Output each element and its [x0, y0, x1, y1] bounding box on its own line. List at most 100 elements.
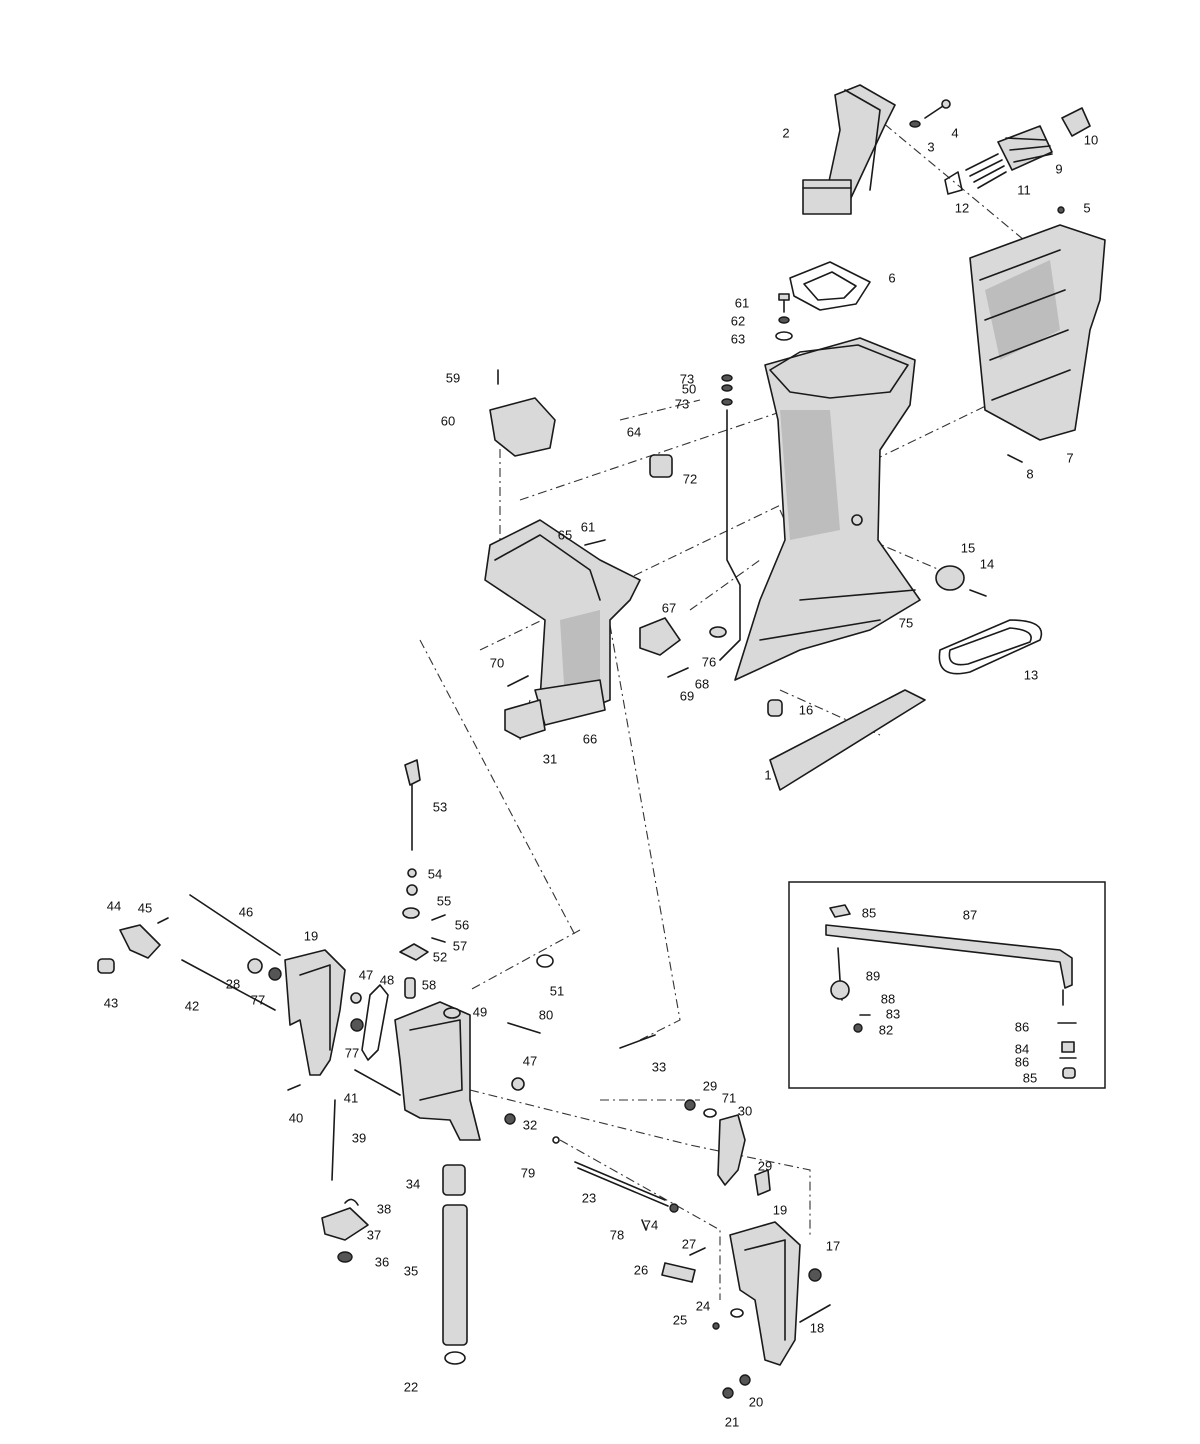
- part-36-nut: [337, 1251, 353, 1263]
- callout-76: 76: [702, 654, 716, 669]
- callout-21: 21: [725, 1414, 739, 1429]
- callout-47: 47: [523, 1053, 537, 1068]
- callout-83: 83: [886, 1006, 900, 1021]
- part-79-ring: [552, 1136, 560, 1144]
- callout-72: 72: [683, 471, 697, 486]
- callout-86: 86: [1015, 1019, 1029, 1034]
- part-33-bolt: [619, 1034, 656, 1049]
- callout-51: 51: [550, 983, 564, 998]
- part-46-rod: [189, 894, 281, 956]
- part-77-nut-2: [350, 1018, 364, 1032]
- part-26-bolt: [661, 1262, 696, 1283]
- part-48-link: [361, 984, 389, 1061]
- part-19-clamp-bracket-left: [284, 949, 346, 1076]
- part-47-washer-2: [511, 1077, 525, 1091]
- callout-73: 73: [680, 371, 694, 386]
- part-21-nut: [722, 1387, 734, 1399]
- callout-41: 41: [344, 1090, 358, 1105]
- callout-1: 1: [764, 767, 771, 782]
- part-37-clamp: [321, 1207, 369, 1241]
- part-1-trim-strip: [769, 689, 926, 791]
- callout-36: 36: [375, 1254, 389, 1269]
- callout-63: 63: [731, 331, 745, 346]
- callout-28: 28: [226, 976, 240, 991]
- callout-38: 38: [377, 1201, 391, 1216]
- callout-86: 86: [1015, 1054, 1029, 1069]
- callout-31: 31: [543, 751, 557, 766]
- part-2-exhaust-tube: [802, 84, 896, 215]
- callout-3: 3: [927, 139, 934, 154]
- callout-17: 17: [826, 1238, 840, 1253]
- callout-73: 73: [675, 396, 689, 411]
- callout-82: 82: [879, 1022, 893, 1037]
- part-72-shift-rod: [719, 374, 741, 661]
- callout-46: 46: [239, 904, 253, 919]
- callout-80: 80: [539, 1007, 553, 1022]
- part-43-knob: [97, 958, 115, 974]
- callout-16: 16: [799, 702, 813, 717]
- part-74-nut: [669, 1203, 679, 1213]
- callout-8: 8: [1026, 466, 1033, 481]
- part-76-bushing: [709, 626, 727, 638]
- callout-67: 67: [662, 600, 676, 615]
- callout-40: 40: [289, 1110, 303, 1125]
- callout-22: 22: [404, 1379, 418, 1394]
- callout-59: 59: [446, 370, 460, 385]
- part-68-69-screw: [667, 667, 689, 678]
- part-18-bolt: [799, 1304, 831, 1323]
- callout-39: 39: [352, 1130, 366, 1145]
- part-28-nut: [247, 958, 263, 974]
- callout-61: 61: [735, 295, 749, 310]
- part-35-tube: [442, 1204, 468, 1346]
- callout-24: 24: [696, 1298, 710, 1313]
- callout-32: 32: [523, 1117, 537, 1132]
- part-39-rod: [331, 1099, 336, 1181]
- callout-74: 74: [644, 1217, 658, 1232]
- callout-89: 89: [866, 968, 880, 983]
- callout-12: 12: [955, 200, 969, 215]
- callout-34: 34: [406, 1176, 420, 1191]
- callout-87: 87: [963, 907, 977, 922]
- part-67-plate: [639, 617, 681, 656]
- part-78-pin: [641, 1219, 647, 1231]
- callout-71: 71: [722, 1090, 736, 1105]
- callout-19: 19: [304, 928, 318, 943]
- callout-69: 69: [680, 688, 694, 703]
- part-54-58-small-parts: [399, 868, 446, 999]
- part-66-exhaust-housing: [484, 519, 641, 726]
- callout-5: 5: [1083, 200, 1090, 215]
- callout-57: 57: [453, 938, 467, 953]
- callout-85: 85: [1023, 1070, 1037, 1085]
- callout-19: 19: [773, 1202, 787, 1217]
- steering-handle-inset: [788, 881, 1106, 1089]
- callout-54: 54: [428, 866, 442, 881]
- callout-62: 62: [731, 313, 745, 328]
- callout-14: 14: [980, 556, 994, 571]
- callout-20: 20: [749, 1394, 763, 1409]
- callout-44: 44: [107, 898, 121, 913]
- part-callouts: 1234567891011121314151617181919202122232…: [104, 125, 1098, 1429]
- callout-70: 70: [490, 655, 504, 670]
- callout-85: 85: [862, 905, 876, 920]
- part-32-nut: [504, 1113, 516, 1125]
- part-75-driveshaft-housing: [734, 337, 921, 681]
- part-5-screw: [1057, 206, 1065, 214]
- part-6-gasket: [789, 261, 871, 311]
- callout-11: 11: [1017, 182, 1031, 197]
- callout-6: 6: [888, 270, 895, 285]
- callout-33: 33: [652, 1059, 666, 1074]
- part-49-swivel-bracket: [394, 1001, 481, 1141]
- part-42-rod: [181, 959, 276, 1011]
- part-61-63-screw-stack: [775, 293, 793, 341]
- callout-49: 49: [473, 1004, 487, 1019]
- callout-64: 64: [627, 424, 641, 439]
- callout-88: 88: [881, 991, 895, 1006]
- callout-10: 10: [1084, 132, 1098, 147]
- part-19-clamp-bracket-right: [729, 1221, 801, 1366]
- callout-45: 45: [138, 900, 152, 915]
- callout-30: 30: [738, 1103, 752, 1118]
- callout-26: 26: [634, 1262, 648, 1277]
- callout-68: 68: [695, 676, 709, 691]
- part-44-lever: [119, 924, 161, 959]
- part-47-washer: [350, 992, 362, 1004]
